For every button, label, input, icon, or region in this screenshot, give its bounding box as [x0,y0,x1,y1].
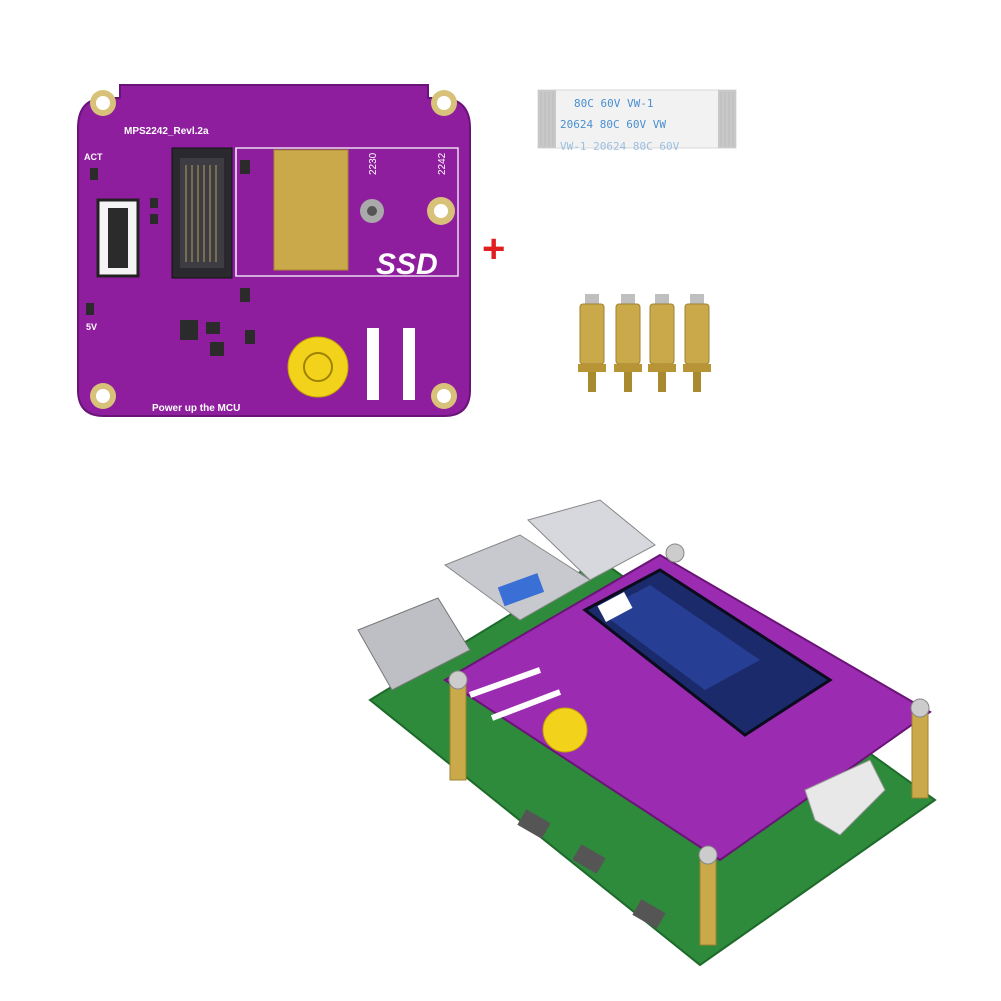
board-model-label: MPS2242_Revl.2a [124,126,209,137]
side-ports [517,809,666,929]
cable-print-line-2: 20624 80C 60V VW [560,118,666,131]
size-2242-label: 2242 [437,152,448,175]
ffc-cable: 80C 60V VW-1 20624 80C 60V VW VW-1 20624… [537,89,737,153]
size-2230-label: 2230 [368,152,379,175]
act-label: ACT [84,152,103,162]
ssd-label: SSD [376,248,438,281]
qc-sticker [287,336,349,398]
mounted-ribbon [804,759,886,836]
vent-slot-1 [367,328,379,400]
brass-standoffs [578,294,711,392]
cable-print-line-3: VW-1 20624 80C 60V [560,140,680,153]
v5-label: 5V [86,322,97,332]
standoff [648,294,676,392]
top-pcb-board: MPS2242_Revl.2a ACT 5V 2230 2242 SSD Pow… [77,84,471,417]
plus-sign: + [482,227,505,271]
usb-ports [443,499,656,621]
hat-board-mounted [443,553,932,862]
standoff [614,294,642,392]
hat-vent-slots [468,667,562,721]
gold-pad-area [273,149,349,271]
mcu-label: Power up the MCU [152,403,240,414]
assembled-stack [357,499,937,967]
cable-print-line-1: 80C 60V VW-1 [574,97,653,110]
ethernet-port [357,597,471,691]
standoff [683,294,711,392]
hat-qc-sticker [542,707,588,753]
standoff [578,294,606,392]
vent-slot-2 [403,328,415,400]
mounted-standoffs [448,543,930,946]
